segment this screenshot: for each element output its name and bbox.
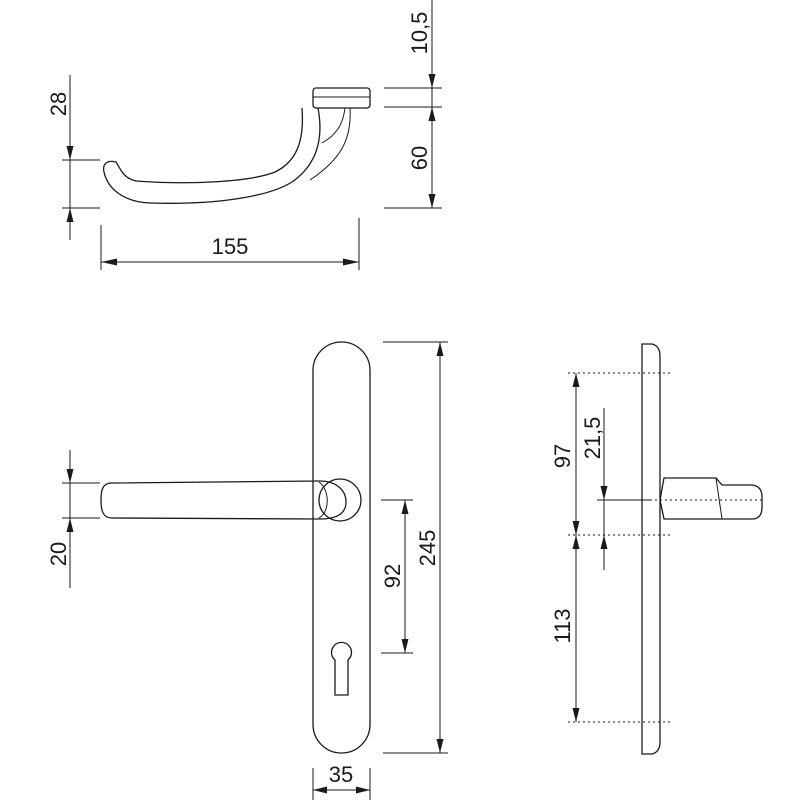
dim-label-10-5: 10,5: [407, 12, 432, 55]
dim-label-21-5: 21,5: [580, 417, 605, 460]
dim-label-20: 20: [46, 542, 71, 566]
rose-circle: [318, 478, 362, 522]
dim-side-heights: 97 113: [550, 373, 580, 722]
lever-inner-line-2: [321, 107, 346, 144]
dim-rose-projection: 10,5 60: [384, 0, 442, 209]
dim-handle-top-height: 28: [46, 75, 100, 240]
front-view: [100, 341, 371, 754]
dim-label-60: 60: [407, 146, 432, 170]
dim-handle-length: 155: [100, 218, 360, 270]
back-plate: [312, 341, 371, 754]
keyhole: [330, 641, 353, 696]
dim-label-97: 97: [550, 444, 575, 468]
lever-outline: [102, 107, 321, 204]
plate-side: [641, 343, 661, 755]
lever-side-split: [715, 477, 723, 520]
lever-front-end: [318, 481, 328, 519]
dim-label-92: 92: [380, 564, 405, 588]
handle-top-view: [102, 87, 371, 204]
dim-label-113: 113: [550, 608, 575, 643]
dim-hole-spacing: 92: [380, 499, 413, 654]
lever-side: [659, 477, 763, 520]
dim-label-245: 245: [415, 530, 440, 567]
dim-plate-height: 245: [383, 341, 448, 754]
rose-cap: [312, 87, 371, 109]
dim-plate-width: 35: [312, 762, 371, 800]
lever-front: [100, 480, 347, 520]
lever-inner-line: [309, 107, 351, 181]
dim-label-28: 28: [46, 92, 71, 116]
dim-label-155: 155: [212, 234, 249, 259]
dim-label-35: 35: [329, 762, 353, 787]
side-view: [568, 343, 763, 755]
dim-lever-thickness: 20: [46, 450, 100, 588]
dim-spindle-offset: 21,5: [580, 408, 650, 570]
